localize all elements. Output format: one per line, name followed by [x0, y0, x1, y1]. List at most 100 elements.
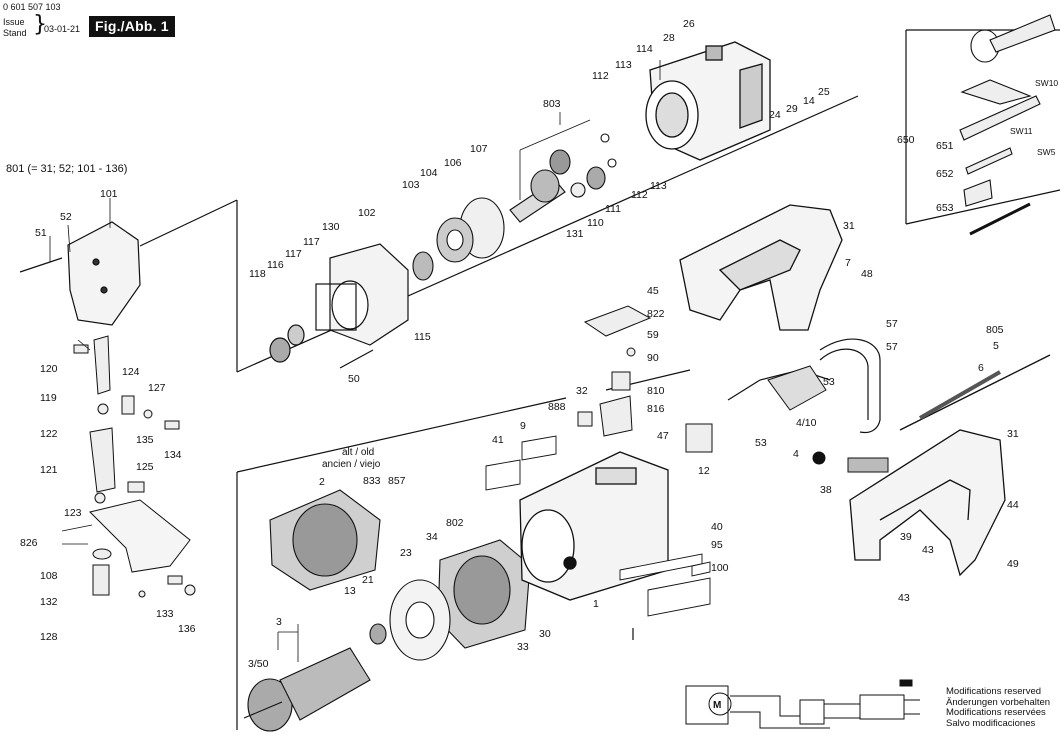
part-label: 122 [40, 428, 58, 440]
reserved-notice-fr: Modifications reservées [946, 707, 1046, 718]
tool-label-sw10: SW10 [1035, 78, 1058, 88]
part-label: 48 [861, 268, 873, 280]
part-label: 115 [414, 331, 431, 343]
part-label: 130 [322, 221, 340, 233]
motor-housing [519, 451, 669, 601]
part-label: 651 [936, 140, 954, 152]
part-label: 117 [285, 248, 302, 260]
part-label: 9 [520, 420, 526, 432]
part-label: 127 [148, 382, 166, 394]
fan-baffle [369, 579, 451, 661]
handle-upper [679, 204, 843, 331]
cover [19, 221, 141, 326]
part-label: 108 [40, 570, 58, 582]
part-label: 653 [936, 202, 954, 214]
part-label: 121 [40, 464, 58, 476]
part-label: 44 [1007, 499, 1019, 511]
part-label: 95 [711, 539, 723, 551]
part-label: 26 [683, 18, 695, 30]
part-label: 53 [755, 437, 767, 449]
part-label: 113 [650, 180, 667, 192]
part-label: 102 [358, 207, 376, 219]
part-label: 2 [319, 476, 325, 488]
part-label: 3 [276, 616, 282, 628]
part-label: 14 [803, 95, 815, 107]
armature [243, 647, 371, 732]
tool-label-sw11: SW11 [1010, 126, 1033, 136]
part-label: 119 [40, 392, 57, 404]
alt-note-line2: ancien / viejo [322, 459, 381, 470]
part-label: 4/10 [796, 417, 817, 429]
stator [437, 539, 531, 649]
part-label: 32 [576, 385, 588, 397]
tool-size-labels: SW10 SW11 SW5 [1010, 78, 1058, 157]
part-label: 49 [1007, 558, 1019, 570]
reserved-notice-en: Modifications reserved [946, 686, 1042, 697]
part-label: 50 [348, 373, 360, 385]
tool-label-sw5: SW5 [1037, 147, 1056, 157]
part-label: 45 [647, 285, 659, 297]
flange-housing [269, 243, 409, 369]
part-label: 4 [793, 448, 799, 460]
part-label: 31 [843, 220, 855, 232]
part-label: 24 [769, 109, 781, 121]
part-label: 5 [993, 340, 999, 352]
part-label: 134 [164, 449, 182, 461]
part-label: 40 [711, 521, 723, 533]
shear-blade-parts [73, 335, 196, 598]
part-label: 132 [40, 596, 58, 608]
handle-lower [849, 429, 1006, 577]
part-label: 112 [631, 189, 648, 201]
part-label: 125 [136, 461, 154, 473]
part-label: 12 [698, 465, 710, 477]
bearing-disc [412, 197, 505, 281]
part-label: 131 [566, 228, 584, 240]
stator-old [269, 489, 381, 591]
part-label: 857 [388, 475, 406, 487]
part-label: 103 [402, 179, 420, 191]
part-number: 0 601 507 103 [3, 2, 61, 12]
part-label: 43 [898, 592, 910, 604]
part-label: 107 [470, 143, 488, 155]
part-label: 888 [548, 401, 566, 413]
part-label: 101 [100, 188, 118, 200]
part-label: 7 [845, 257, 851, 269]
figure-title: Fig./Abb. 1 [89, 16, 175, 37]
part-labels: 26 28 114 112 113 803 24 29 14 25 107 10… [20, 18, 1019, 670]
part-label: 38 [820, 484, 832, 496]
tools [959, 14, 1056, 236]
reserved-notice: Modifications reserved Änderungen vorbeh… [946, 686, 1051, 729]
part-label: 826 [20, 537, 38, 549]
part-label: 113 [615, 59, 632, 71]
svg-text:M: M [713, 700, 721, 711]
part-label: 29 [786, 103, 798, 115]
reserved-notice-es: Salvo modificaciones [946, 717, 1036, 729]
part-label: 41 [492, 434, 504, 446]
wiring-diagram: M [685, 679, 920, 729]
part-label: 43 [922, 544, 934, 556]
part-label: 53 [823, 376, 835, 388]
reserved-notice-de: Änderungen vorbehalten [946, 696, 1051, 708]
part-label: 111 [605, 203, 621, 215]
issue-label: Issue [3, 17, 25, 27]
part-label: 135 [136, 434, 154, 446]
part-label: 123 [64, 507, 82, 519]
part-label: 803 [543, 98, 561, 110]
part-label: 136 [178, 623, 196, 635]
part-label: 822 [647, 308, 665, 320]
part-label: 112 [592, 70, 609, 82]
switch [685, 365, 889, 473]
part-label: 25 [818, 86, 830, 98]
part-label: 124 [122, 366, 140, 378]
label-plates [485, 435, 711, 617]
part-label: 90 [647, 352, 659, 364]
part-label: 34 [426, 531, 438, 543]
part-label: 652 [936, 168, 954, 180]
part-label: 30 [539, 628, 551, 640]
part-label: 117 [303, 236, 320, 248]
part-label: 802 [446, 517, 464, 529]
part-label: 816 [647, 403, 665, 415]
part-label: 810 [647, 385, 665, 397]
